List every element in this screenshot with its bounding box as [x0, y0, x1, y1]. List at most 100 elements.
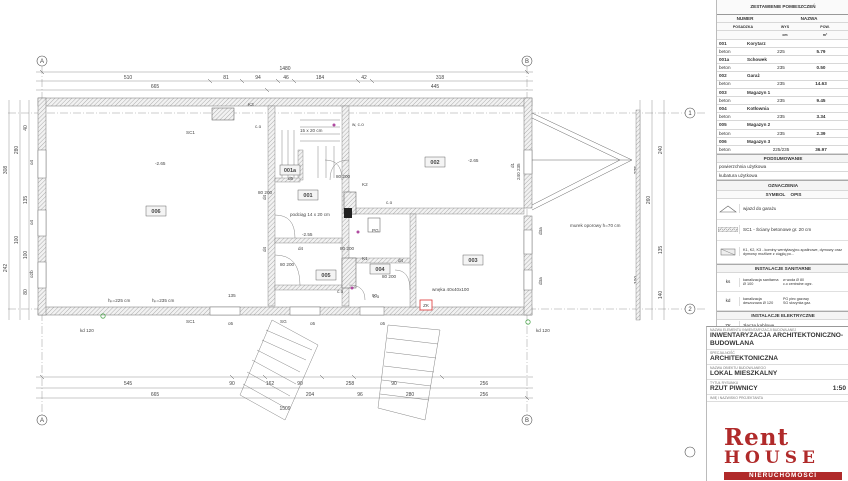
room-number: 004: [719, 106, 727, 112]
label-d5: d5: [288, 176, 294, 181]
room-height: 235: [777, 130, 785, 136]
label-pg: PG: [372, 228, 379, 233]
legend-chimney: K1, K2, K3 - kominy wentylacyjno-spalino…: [717, 241, 848, 264]
room-area: 36.97: [815, 146, 827, 152]
label-sc1-bottom: SC1: [186, 319, 195, 324]
room-number: 006: [719, 138, 727, 144]
axis-a-top: A: [40, 59, 44, 65]
room-floor: beton: [719, 65, 731, 71]
dim-left-5: 40: [23, 125, 29, 131]
room-name: Magazyn 1: [747, 89, 771, 95]
summary-row-2: kubatura użytkowa: [717, 172, 848, 180]
label-kd-right: kd 120: [536, 328, 550, 333]
dimension-lines: [8, 71, 665, 399]
zk-box: [419, 299, 433, 311]
legend-chimney-text: K1, K2, K3 - kominy wentylacyjno-spalino…: [743, 247, 842, 256]
dim-top-row2-2: 445: [431, 84, 440, 90]
dim-bottom-6: 90: [391, 381, 397, 387]
dim-bottom-4: 90: [297, 381, 303, 387]
sanitary-code: ks: [717, 277, 740, 287]
schedule-units: cm m²: [717, 31, 848, 40]
schedule-room-row: 004 Kotłownia: [717, 105, 848, 114]
legend-wall-text: SC1 - Ściany betonowe gr. 20 cm: [743, 227, 812, 233]
logo-sub-text: HOUSE: [724, 448, 820, 468]
label-k1: K1: [362, 256, 368, 261]
label-k3: K3: [248, 102, 254, 107]
room-area: 14.63: [815, 81, 827, 87]
tb-object-value: LOKAL MIESZKALNY: [710, 369, 778, 377]
axis-b-bottom: B: [525, 418, 529, 424]
label-beam: podciąg 14 x 20 cm: [290, 212, 330, 217]
room-name: Kotłownia: [747, 106, 769, 112]
axis-2: 2: [688, 307, 692, 313]
dim-bottom-3: 162: [266, 381, 275, 387]
tb-title-value: RZUT PIWNICY: [710, 384, 758, 392]
legend-title: OZNACZENIA: [717, 179, 848, 191]
room-area: 0.50: [816, 65, 826, 71]
room-005-label: 005: [321, 273, 330, 279]
col-pow: POW.: [820, 24, 830, 29]
dim-bottom-1: 545: [124, 381, 133, 387]
room-name: Korytarz: [747, 40, 766, 46]
label-k2: K2: [362, 182, 368, 187]
dimension-ticks: [39, 69, 530, 401]
label-wall-note: murek oporowy h=70 cm: [570, 223, 621, 228]
legend-ramp: wjazd do garażu: [717, 199, 848, 220]
unit-cm: cm: [782, 32, 788, 37]
col-opis: OPIS: [790, 191, 802, 197]
company-logo: Rent HOUSE NIERUCHOMOŚCI: [720, 424, 842, 480]
room-area: 3.34: [816, 114, 826, 120]
room-area: 9.45: [816, 97, 826, 103]
label-stair-beam: 15 x 20 cm: [300, 128, 323, 133]
label-o4b: o4: [29, 219, 34, 225]
schedule-title: ZESTAWIENIE POMIESZCZEŃ: [717, 0, 848, 15]
tb-title-label: TYTUŁ RYSUNKU: [710, 380, 739, 385]
dim-top-2: 81: [223, 75, 229, 81]
tb-title: TYTUŁ RYSUNKU RZUT PIWNICY 1:50: [707, 380, 848, 395]
sanitary-text: kanalizacja deszczowa Ø 120: [743, 296, 774, 306]
dim-top-5: 184: [316, 75, 325, 81]
room-height: 235: [777, 114, 785, 120]
label-door-5: 80 200: [340, 246, 354, 251]
summary-row-1-text: powierzchnia użytkowa: [719, 164, 767, 170]
logo-main-text: Rent: [724, 424, 790, 451]
room-name: Magazyn 2: [747, 122, 771, 128]
sanitary-text: kanalizacja sanitarna Ø 100: [743, 277, 779, 287]
room-name: Schowek: [747, 56, 767, 62]
room-number: 002: [719, 73, 727, 79]
tb-scale: 1:50: [832, 384, 846, 392]
axis-bubbles: [36, 55, 696, 458]
axis-1: 1: [688, 111, 692, 117]
label-d4c: d4: [298, 246, 304, 251]
downpipe-left: [100, 313, 106, 319]
col-symbol: SYMBOL: [765, 191, 786, 197]
room-006-label: 006: [151, 209, 160, 215]
dim-top-total: 1480: [279, 66, 290, 72]
label-o5a: o5: [228, 321, 234, 326]
label-d4b: d4: [262, 246, 267, 252]
logo-tag-text: NIERUCHOMOŚCI: [724, 472, 842, 480]
chimney-icon: [717, 247, 740, 257]
summary-row-1: powierzchnia użytkowa: [717, 163, 848, 172]
chimney-k3: [211, 107, 235, 121]
sanitary-title-text: INSTALACJE SANITARNE: [754, 265, 812, 271]
dim-bottom-row2-3: 96: [357, 392, 363, 398]
dim-top-row2-1: 665: [151, 84, 160, 90]
label-h-left: hₚ=225 cm: [108, 298, 130, 303]
label-door-2: 80 200: [336, 174, 350, 179]
dim-left-8: 80: [23, 289, 29, 295]
zk-text: złącze kablowe: [740, 323, 774, 328]
room-tags: [145, 156, 484, 281]
windows: [37, 149, 533, 316]
label-d1: d1: [510, 162, 515, 168]
tb-object-label: NAZWA OBIEKTU BUDOWLANEGO: [710, 365, 766, 370]
label-o5b: o5: [310, 321, 316, 326]
sanitary-code: kd: [717, 296, 740, 306]
